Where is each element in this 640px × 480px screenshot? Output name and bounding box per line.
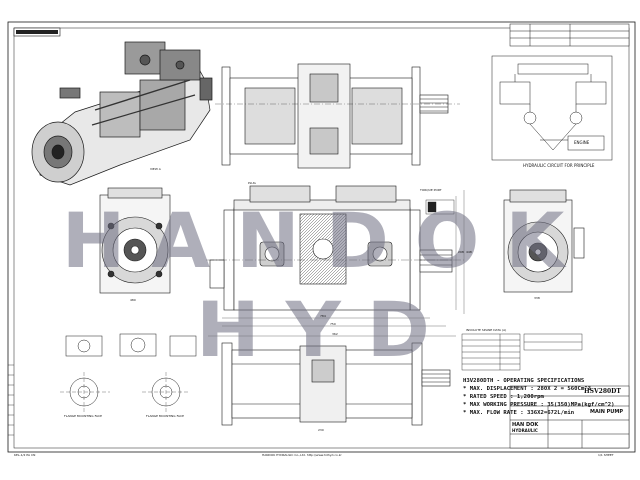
dim-784: 784 [320, 314, 326, 318]
nameplate [425, 199, 455, 215]
circuit-caption: HYDRAULIC CIRCUIT FOR PRINCIPLE [523, 163, 595, 168]
spec-line-3: * MAX WORKING PRESSURE : 35(350)MPa(kgf/… [463, 402, 615, 408]
company-name: HAN DOK [512, 422, 539, 428]
border-frame [7, 21, 636, 453]
dim-338: 338 [534, 296, 540, 300]
watermark-text: HANDOK HYD [61, 196, 591, 374]
tag-label: TORQUE PORT [420, 188, 442, 192]
dim-480: 480 [130, 298, 136, 302]
pump-left-end-view [99, 187, 171, 294]
flange-caption-b: FLANGE MOUNTING FACE [146, 414, 185, 418]
hydraulic-circuit-diagram [491, 55, 613, 161]
dim-448: 448 [466, 250, 472, 254]
spec-line-1: * MAX. DISPLACEMENT : 280X 2 = 560Cm^3 [463, 386, 591, 392]
spline-caption: INVOLUTE SPLINE DATA (A) [466, 328, 507, 332]
company-sub: HYDRAULIC [512, 428, 538, 433]
flange-caption-a: FLANGE MOUNTING FACE [64, 414, 103, 418]
dim-750: 750 [330, 322, 336, 326]
pump-front-view [206, 185, 465, 311]
spec-heading: H3V280DTH - OPERATING SPECIFICATIONS [463, 378, 585, 384]
dim-298: 298 [458, 250, 464, 254]
dimension-lines [208, 190, 465, 337]
engine-label: ENGINE [574, 140, 590, 145]
footer-left: KEL-1/2 PA CN [14, 453, 36, 457]
plug-label: PLUG [248, 181, 256, 185]
view-a-label: VIEW A [150, 167, 161, 171]
involute-spline-table [461, 333, 583, 371]
dim-362: 362 [332, 332, 338, 336]
pump-bottom-view [221, 342, 451, 426]
dim-230: 230 [318, 428, 324, 432]
drawing-title: MAIN PUMP [590, 409, 623, 415]
spec-line-4: * MAX. FLOW RATE : 336X2=672L/min [463, 410, 575, 416]
spec-line-2: * RATED SPEED : 1,200rpm [463, 394, 544, 400]
ruler-left [8, 364, 14, 436]
footer-center: HANDOK HYDRAULIC Co.,Ltd. http://www.hdh… [262, 453, 342, 457]
drawing-stamp [13, 27, 61, 37]
pump-right-end-view [503, 189, 585, 293]
pump-model: HSV280DT [584, 388, 621, 395]
pump-isometric-view [31, 41, 213, 186]
pump-top-view [215, 63, 460, 169]
flange-detail-views [60, 333, 197, 412]
footer-right: 1/1 SHEET [598, 453, 614, 457]
title-block [509, 23, 630, 449]
